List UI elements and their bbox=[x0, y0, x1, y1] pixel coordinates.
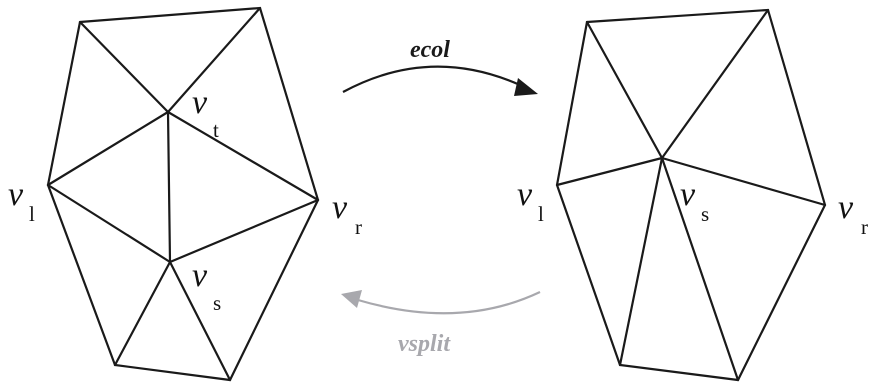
vsplit-arrow-curve bbox=[357, 291, 541, 315]
edge bbox=[168, 198, 320, 264]
edge bbox=[46, 183, 172, 264]
edge bbox=[660, 8, 770, 160]
ecol-arrow bbox=[342, 65, 538, 96]
vertex-label-vs: vs bbox=[192, 257, 221, 315]
edge bbox=[166, 6, 262, 114]
before-mesh bbox=[46, 6, 320, 382]
edge bbox=[618, 156, 664, 367]
edge bbox=[555, 156, 664, 187]
vertex-label-vr-after: vr bbox=[838, 189, 868, 239]
edge bbox=[46, 110, 170, 187]
vertex-label-vl-after: vl bbox=[517, 176, 544, 226]
vertex-label-vl: vl bbox=[8, 176, 35, 226]
collapse-edge bbox=[166, 110, 172, 264]
edge bbox=[660, 156, 740, 382]
edge bbox=[168, 260, 232, 382]
edge bbox=[166, 110, 320, 202]
ecol-arrow-curve bbox=[342, 65, 521, 93]
vertex-label-vr: vr bbox=[332, 189, 362, 239]
after-mesh bbox=[555, 8, 827, 382]
vertex-label-vt: vt bbox=[192, 84, 219, 142]
vsplit-arrow bbox=[341, 290, 541, 315]
vsplit-arrowhead bbox=[341, 290, 362, 308]
edge bbox=[660, 156, 827, 207]
before-mesh-boundary bbox=[46, 6, 320, 382]
edge bbox=[585, 20, 664, 160]
vertex-label-vs-after: vs bbox=[680, 176, 709, 226]
ecol-arrowhead bbox=[514, 78, 538, 96]
vsplit-label: vsplit bbox=[398, 331, 451, 357]
edge bbox=[78, 20, 170, 114]
ecol-label: ecol bbox=[410, 37, 450, 63]
edge bbox=[113, 260, 172, 367]
